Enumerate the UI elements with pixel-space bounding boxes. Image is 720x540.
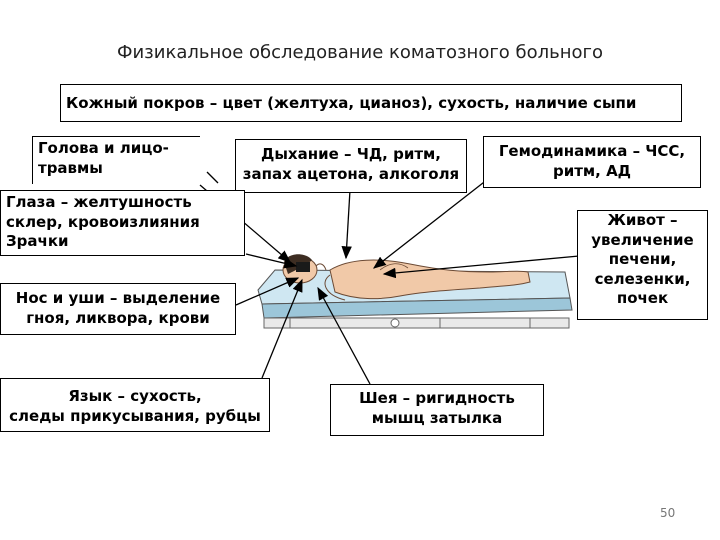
page-number: 50 (660, 506, 676, 520)
eyes-box: Глаза – желтушность склер, кровоизлияния… (0, 190, 245, 256)
head-box: Голова и лицо- травмы (32, 136, 200, 184)
breathing-box: Дыхание – ЧД, ритм, запах ацетона, алког… (235, 139, 467, 193)
neck-box: Шея – ригидность мышц затылка (330, 384, 544, 436)
page-title: Физикальное обследование коматозного бол… (116, 42, 604, 63)
skin-box: Кожный покров – цвет (желтуха, цианоз), … (60, 84, 682, 122)
abdomen-box: Живот – увеличение печени, селезенки, по… (577, 210, 708, 320)
tongue-box: Язык – сухость, следы прикусывания, рубц… (0, 378, 270, 432)
nose-ears-box: Нос и уши – выделение гноя, ликвора, кро… (0, 283, 236, 335)
hemodynamics-box: Гемодинамика – ЧСС, ритм, АД (483, 136, 701, 188)
